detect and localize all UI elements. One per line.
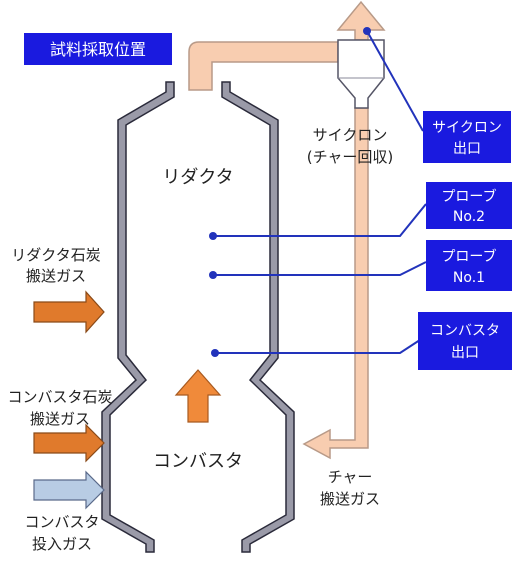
sampling-label-line1: プローブ bbox=[441, 188, 496, 205]
upflow-arrow bbox=[174, 369, 222, 423]
combustor-coal-label-line1: コンバスタ石炭 bbox=[7, 388, 112, 406]
reactor-left-wall bbox=[101, 81, 175, 553]
sampling-label-line2: 出口 bbox=[453, 141, 481, 157]
sampling-label-line1: プローブ bbox=[441, 248, 496, 265]
sampling-label-line2: No.1 bbox=[453, 270, 485, 286]
combustor-input-label-line1: コンバスタ bbox=[24, 513, 99, 531]
probe-line-no2 bbox=[209, 203, 427, 240]
combustor-input-label-line2: 投入ガス bbox=[32, 535, 92, 553]
probe-line-no1 bbox=[209, 261, 427, 279]
cyclone-body bbox=[337, 39, 385, 109]
char-carrier-label-line2: 搬送ガス bbox=[320, 490, 380, 508]
title-box-bg bbox=[24, 33, 172, 65]
reductor-coal-arrow bbox=[33, 290, 105, 334]
sampling-label-probe-no1: プローブ No.1 bbox=[426, 240, 512, 291]
reductor-coal-label-line1: リダクタ石炭 bbox=[11, 246, 100, 264]
combustor-coal-arrow bbox=[33, 423, 105, 463]
sampling-label-probe-no2: プローブ No.2 bbox=[426, 182, 512, 229]
page-title: 試料採取位置 bbox=[50, 40, 146, 59]
sampling-label-line2: No.2 bbox=[453, 209, 485, 225]
sampling-label-cyclone-outlet: サイクロン 出口 bbox=[423, 111, 511, 163]
cyclone-exhaust-arrow bbox=[336, 0, 386, 41]
sampling-label-combustor-outlet: コンバスタ 出口 bbox=[418, 312, 512, 370]
reductor-coal-label-line2: 搬送ガス bbox=[26, 267, 86, 285]
sampling-label-line1: サイクロン bbox=[432, 120, 502, 136]
reactor-right-wall bbox=[221, 81, 295, 553]
combustor-label: コンバスタ bbox=[153, 451, 243, 472]
combustor-input-arrow bbox=[33, 470, 105, 510]
sampling-label-line2: 出口 bbox=[451, 345, 479, 361]
cyclone-label-line2: (チャー回収) bbox=[307, 148, 394, 166]
cyclone-label-line1: サイクロン bbox=[313, 126, 388, 144]
char-carrier-label-line1: チャー bbox=[328, 468, 373, 486]
probe-line-combustor bbox=[211, 335, 427, 357]
title-box: 試料採取位置 bbox=[24, 33, 172, 65]
reductor-label: リダクタ bbox=[162, 167, 233, 188]
probe-line-cyclone bbox=[363, 27, 424, 132]
reactor-to-cyclone-duct bbox=[188, 41, 339, 91]
combustor-coal-label-line2: 搬送ガス bbox=[30, 410, 90, 428]
char-return-pipe bbox=[302, 107, 369, 460]
sampling-label-line1: コンバスタ bbox=[430, 323, 500, 339]
